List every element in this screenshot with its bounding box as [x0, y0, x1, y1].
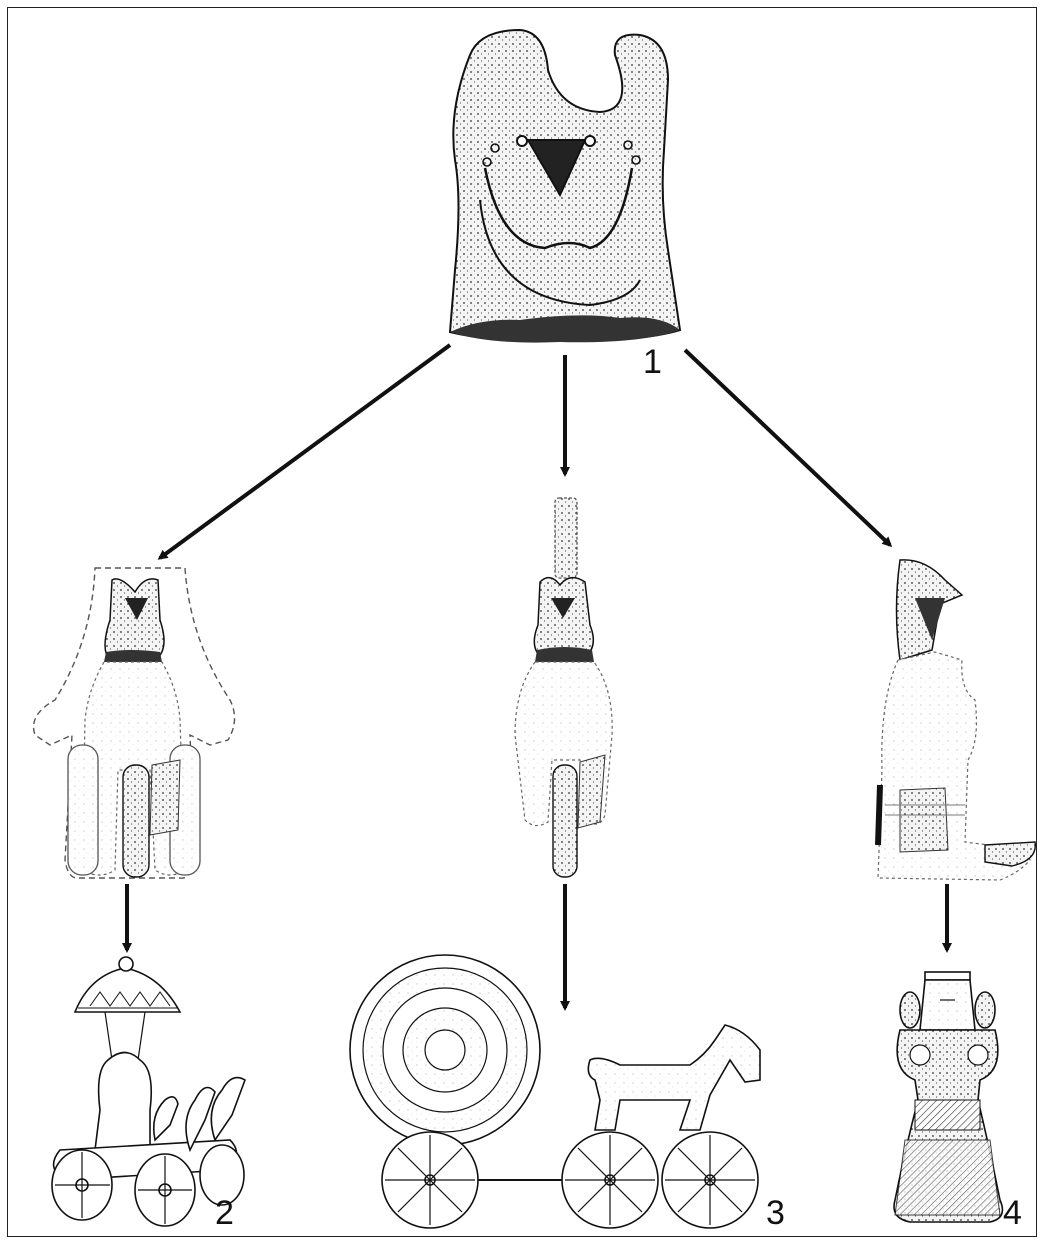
figure-number-4: 4 — [1003, 1196, 1022, 1230]
figure-3-sun-chariot — [350, 955, 760, 1228]
left-reconstruction — [34, 568, 235, 878]
figure-number-3: 3 — [766, 1196, 785, 1230]
figure-number-2: 2 — [215, 1196, 234, 1230]
arrow-1-to-right — [685, 350, 890, 545]
right-reconstruction — [878, 560, 1035, 880]
figure-2-cult-wagon — [52, 957, 245, 1226]
figure-4-idol-figurine — [894, 972, 1002, 1222]
figure-1-head-fragment — [450, 30, 680, 343]
center-reconstruction — [515, 498, 612, 877]
arrow-1-to-left — [160, 345, 450, 558]
figure-number-1: 1 — [643, 345, 662, 379]
